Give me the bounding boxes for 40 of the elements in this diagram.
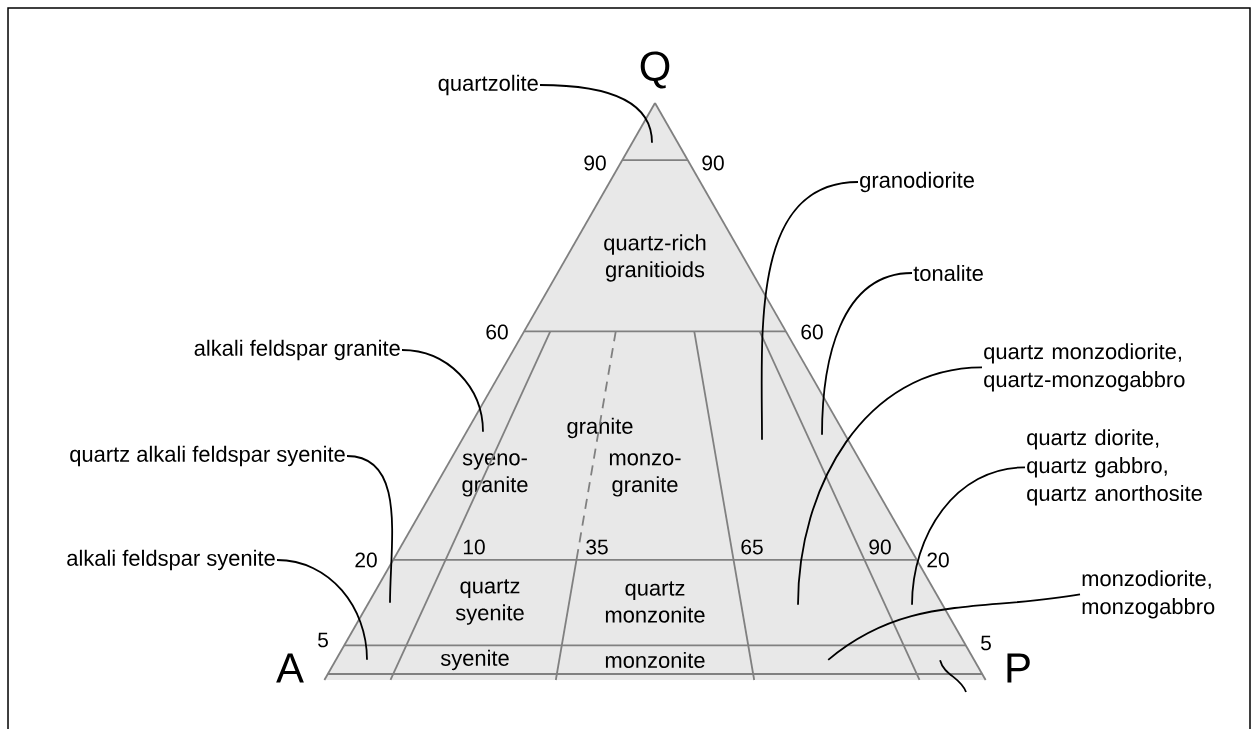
leader-line [827,593,1081,661]
rock-name: granodiorite [860,171,974,193]
rock-name: quartzolite [438,74,538,96]
leader-line [911,466,1026,606]
corner-label: 90 [869,539,891,555]
leader-line [760,181,859,441]
rock-name: alkali feldspar syenite [67,549,275,571]
corner-label: A [276,653,304,683]
node-label: monzo- granite [609,453,681,497]
leader-line [939,659,967,693]
leader-line [539,84,653,144]
corner-label: 35 [586,539,608,555]
rock-name: monzodiorite, monzogabbro [1082,570,1215,619]
corner-label: P [1007,653,1030,683]
corner-label: 5 [981,635,991,651]
corner-label: 5 [318,632,328,648]
node-label: syenite [440,649,509,671]
corner-label: 60 [801,324,823,340]
node-label: granite [567,417,633,439]
node-label: syeno- granite [462,453,528,497]
rock-name: quartz alkali feldspar syenite [70,445,345,467]
node-label: quartz monzonite [605,581,705,623]
leader-line [797,366,983,606]
leader-line [346,455,394,604]
corner-label: 10 [463,539,485,555]
rock-name: quartz diorite, quartz gabbro, quartz anorthosite [1027,429,1202,506]
leader-line [821,272,913,436]
rock-name: alkali feldspar granite [194,339,400,361]
node-label: monzonite [605,651,705,669]
corner-label: 65 [741,539,763,555]
node-label: quartz syenite [455,579,524,625]
rock-name: tonalite [913,264,983,282]
rock-name: quartz monzodiorite, quartz-monzogabbro [984,343,1185,392]
leader-line [401,349,484,433]
leader-line [276,559,368,661]
rock-field [622,103,688,161]
node-label: quartz-rich granitioids [604,234,706,282]
corner-label: 20 [927,552,949,568]
corner-label: 20 [355,552,377,568]
corner-label: Q [640,51,670,89]
